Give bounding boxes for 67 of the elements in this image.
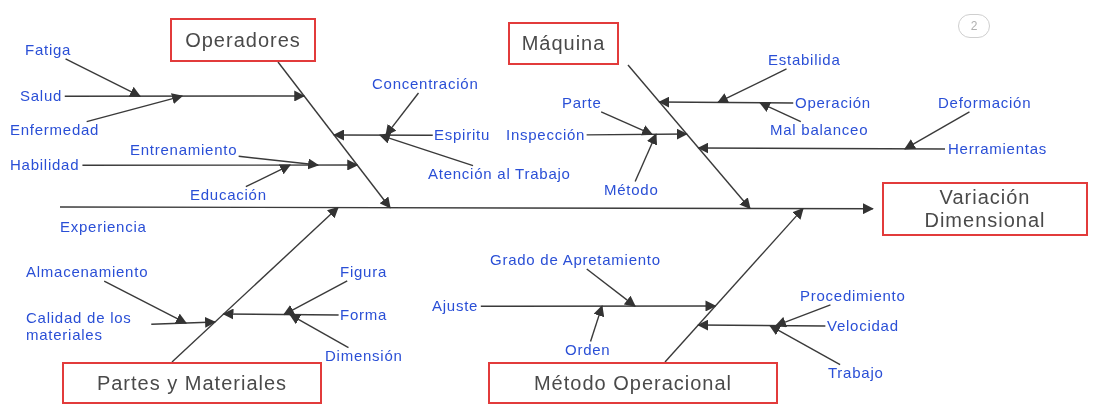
arrow: [627, 64, 751, 210]
arrow: [222, 308, 340, 320]
category-box: Variación Dimensional: [882, 182, 1088, 236]
cause-label: Deformación: [938, 95, 1032, 112]
arrow: [717, 68, 788, 104]
arrow: [759, 101, 802, 123]
arrow: [277, 61, 391, 209]
arrow: [64, 90, 306, 102]
arrow: [664, 207, 804, 363]
cause-label: Fatiga: [25, 42, 72, 59]
arrow: [245, 164, 291, 188]
category-box: Operadores: [170, 18, 316, 62]
arrow: [64, 58, 141, 97]
cause-label: Enfermedad: [10, 122, 100, 139]
arrow: [283, 280, 348, 316]
arrow: [600, 111, 653, 136]
cause-label: Educación: [190, 187, 267, 204]
cause-label: Inspección: [506, 127, 586, 144]
arrow: [103, 280, 187, 324]
arrow: [81, 159, 359, 171]
cause-label: Parte: [562, 95, 602, 112]
category-box: Máquina: [508, 22, 619, 65]
cause-label: Herramientas: [948, 141, 1048, 158]
cause-label: Calidad de los materiales: [26, 310, 150, 343]
arrow: [697, 319, 827, 331]
cause-label: Experiencia: [60, 219, 147, 236]
arrow: [85, 93, 184, 123]
arrow: [289, 313, 350, 349]
cause-label: Espiritu: [434, 127, 491, 144]
cause-label: Almacenamiento: [26, 264, 149, 281]
cause-label: Figura: [340, 264, 388, 281]
arrow: [586, 268, 636, 307]
cause-label: Salud: [20, 88, 63, 105]
arrow: [658, 96, 794, 108]
cause-label: Mal balanceo: [770, 122, 869, 139]
spine-arrow: [59, 203, 874, 215]
cause-label: Dimensión: [325, 348, 403, 365]
arrow: [697, 142, 946, 154]
cause-label: Estabilida: [768, 52, 841, 69]
cause-label: Ajuste: [432, 298, 479, 315]
category-box: Partes y Materiales: [62, 362, 322, 404]
cause-label: Concentración: [372, 76, 479, 93]
arrow: [585, 128, 688, 140]
category-box: Método Operacional: [488, 362, 778, 404]
arrow: [634, 133, 658, 183]
arrow: [480, 300, 717, 312]
cause-label: Trabajo: [828, 365, 884, 382]
cause-label: Habilidad: [10, 157, 80, 174]
cause-label: Operación: [795, 95, 871, 112]
cause-label: Entrenamiento: [130, 142, 238, 159]
arrow: [237, 155, 320, 170]
arrow: [333, 129, 434, 141]
arrow: [171, 206, 339, 363]
cause-label: Método: [604, 182, 659, 199]
cause-label: Velocidad: [827, 318, 899, 335]
cause-label: Atención al Trabajo: [428, 166, 571, 183]
arrow: [385, 92, 420, 136]
arrow: [774, 304, 832, 328]
arrow: [589, 305, 605, 343]
cause-label: Orden: [565, 342, 611, 359]
arrow: [150, 316, 217, 328]
arrow: [904, 111, 971, 150]
cause-label: Forma: [340, 307, 388, 324]
cause-label: Procedimiento: [800, 288, 906, 305]
arrow: [378, 132, 474, 167]
arrow: [769, 324, 841, 366]
cause-label: Grado de Apretamiento: [490, 252, 661, 269]
